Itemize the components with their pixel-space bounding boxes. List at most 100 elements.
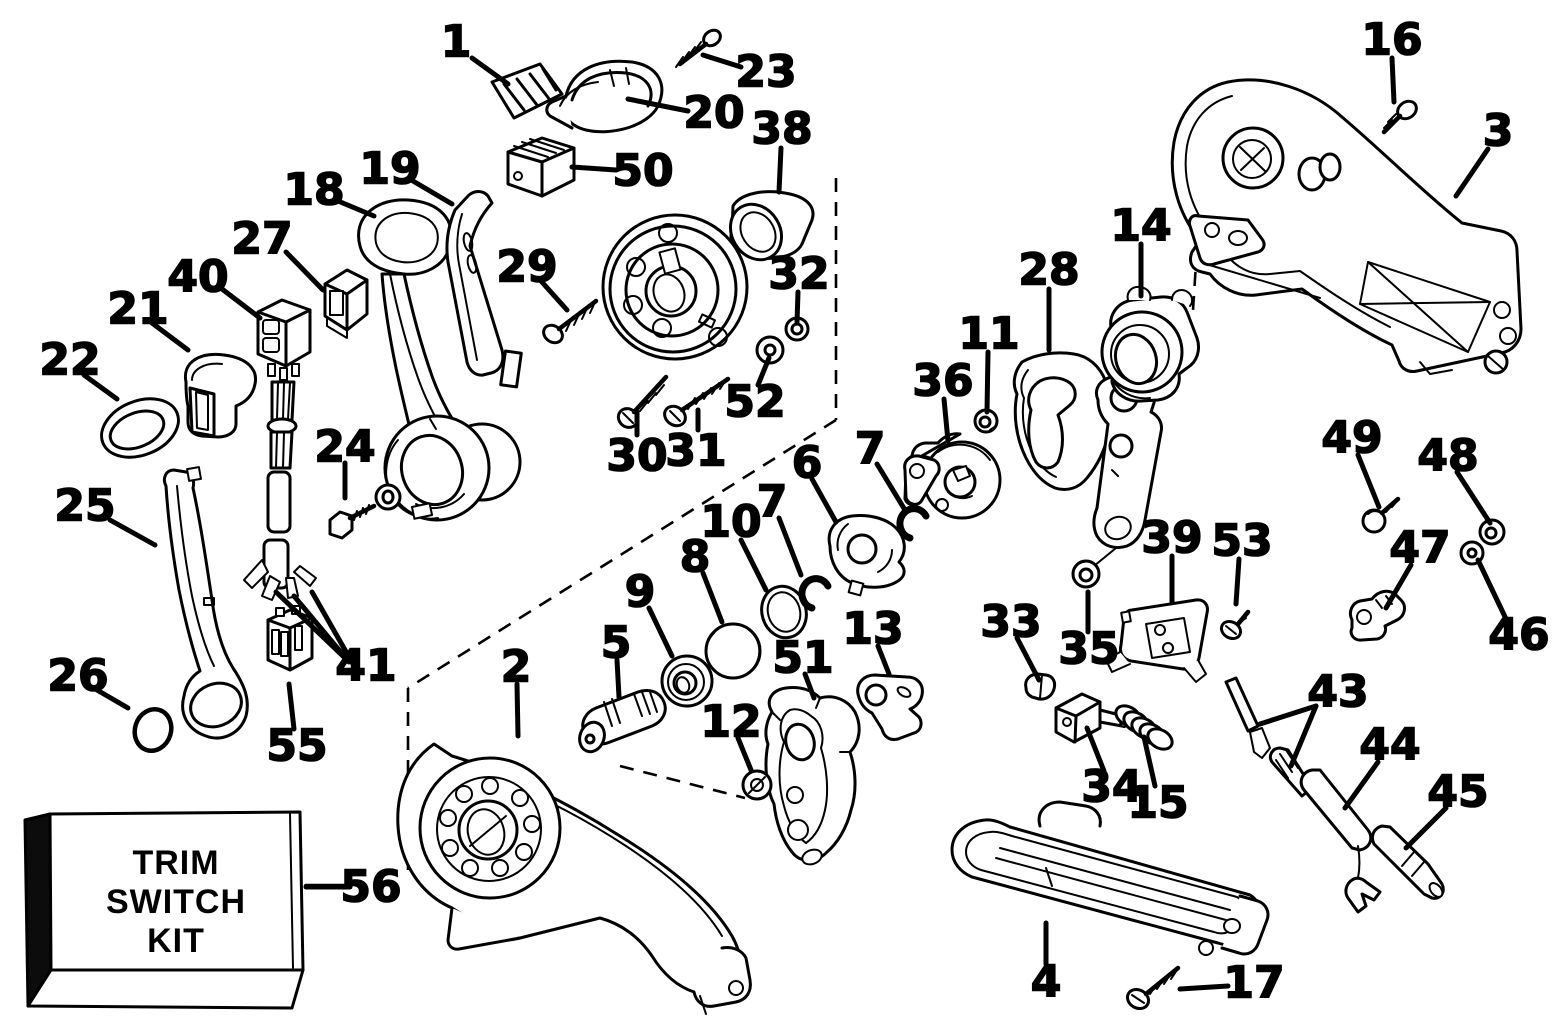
callout-55: 55 <box>266 721 327 772</box>
part-47-clamp <box>1348 589 1406 642</box>
part-36-hub-disc <box>903 432 1002 520</box>
callout-51: 51 <box>772 633 833 684</box>
callout-1: 1 <box>441 17 472 68</box>
callout-leader-26 <box>94 687 131 711</box>
part-25-lever-arm <box>162 466 249 740</box>
callout-52: 52 <box>724 377 785 428</box>
callout-28: 28 <box>1018 245 1079 296</box>
callout-26: 26 <box>47 651 108 702</box>
part-45-cable <box>1370 824 1445 900</box>
callout-leader-20 <box>625 96 691 114</box>
part-52-washer <box>755 335 785 365</box>
callout-leader-13 <box>875 643 892 677</box>
part-55-connector <box>266 605 314 672</box>
part-43-wires <box>1224 676 1314 798</box>
callout-leader-53 <box>1233 556 1242 607</box>
callout-22: 22 <box>39 335 100 386</box>
callout-leader-5 <box>614 657 622 700</box>
callout-38: 38 <box>751 104 812 155</box>
callout-39: 39 <box>1141 513 1202 564</box>
part-6-cam <box>827 514 906 597</box>
callout-leader-34 <box>1084 725 1107 774</box>
part-39-micro-switch <box>1105 598 1209 683</box>
part-retainer-disc <box>601 213 749 361</box>
callout-48: 48 <box>1417 431 1478 482</box>
part-27-switch-cap <box>323 268 369 339</box>
callout-56: 56 <box>340 862 401 913</box>
callout-leader-15 <box>1141 734 1158 789</box>
callout-leader-2 <box>514 681 521 739</box>
trim-box-line-3: KIT <box>147 922 205 960</box>
callout-16: 16 <box>1361 15 1422 66</box>
callout-leader-51 <box>802 671 817 701</box>
callout-24: 24 <box>314 422 375 473</box>
callout-leader-22 <box>81 372 120 402</box>
part-30-screw <box>616 374 669 429</box>
trim-box-text: TRIM SWITCH KIT <box>106 844 245 960</box>
callout-leader-23 <box>700 52 744 70</box>
callout-leader-9 <box>646 605 675 659</box>
trim-switch-kit-box <box>23 810 351 1010</box>
parts-artwork <box>23 28 1523 1015</box>
callout-leader-1 <box>469 55 511 87</box>
callout-27: 27 <box>231 214 292 265</box>
callout-leader-21 <box>149 320 191 353</box>
callout-20: 20 <box>683 88 744 139</box>
part-28-shield <box>1012 351 1113 492</box>
callout-leader-7 <box>776 515 804 578</box>
callout-leader-52 <box>755 355 772 388</box>
callout-31: 31 <box>665 426 726 477</box>
callout-12: 12 <box>700 697 761 748</box>
callout-36: 36 <box>912 356 973 407</box>
part-24-bolt <box>328 503 377 540</box>
callout-23: 23 <box>735 47 796 98</box>
callout-leader-10 <box>738 537 769 593</box>
callout-leader-49 <box>1355 452 1382 510</box>
callout-leader-45 <box>1403 805 1449 851</box>
callout-9: 9 <box>625 567 656 618</box>
part-44-cable <box>1299 768 1382 914</box>
part-16-bolt <box>1381 99 1418 135</box>
callout-leader-40 <box>219 286 263 321</box>
callout-14: 14 <box>1110 201 1171 252</box>
callout-leader-43 <box>1257 703 1319 727</box>
part-35-nut <box>1071 559 1101 589</box>
part-54-washer <box>374 483 402 511</box>
callout-leader-25 <box>107 517 158 548</box>
part-38-bushing <box>728 190 815 262</box>
callout-13: 13 <box>842 604 903 655</box>
callout-11: 11 <box>958 309 1019 360</box>
callout-7: 7 <box>757 477 788 528</box>
part-7-snap-ring-right <box>896 505 930 542</box>
callout-leader-43 <box>1288 703 1319 769</box>
callout-40: 40 <box>167 252 228 303</box>
callout-45: 45 <box>1427 767 1488 818</box>
callout-21: 21 <box>107 284 168 335</box>
callout-53: 53 <box>1211 516 1272 567</box>
callout-19: 19 <box>359 144 420 195</box>
callout-41: 41 <box>335 641 396 692</box>
part-29-screw <box>542 298 599 345</box>
part-26-oring <box>132 707 174 753</box>
callout-34: 34 <box>1081 762 1142 813</box>
part-21-knob <box>183 352 258 439</box>
part-48-nut <box>1478 518 1506 546</box>
callout-3: 3 <box>1483 106 1514 157</box>
callout-10: 10 <box>700 497 761 548</box>
callout-leader-33 <box>1014 635 1042 683</box>
callout-50: 50 <box>612 146 673 197</box>
part-9-bearing <box>660 654 714 708</box>
callout-5: 5 <box>601 618 632 669</box>
callout-49: 49 <box>1321 413 1382 464</box>
callout-leader-27 <box>283 249 326 293</box>
part-5-splined-shaft <box>578 688 667 754</box>
callout-leader-41 <box>309 589 356 667</box>
part-18-control-lever <box>357 198 522 522</box>
callout-leader-48 <box>1454 469 1493 526</box>
part-40-trim-switch <box>256 298 312 381</box>
callout-leader-32 <box>794 289 801 325</box>
part-50-anchor-block <box>506 136 576 198</box>
part-4-tray <box>950 800 1270 956</box>
